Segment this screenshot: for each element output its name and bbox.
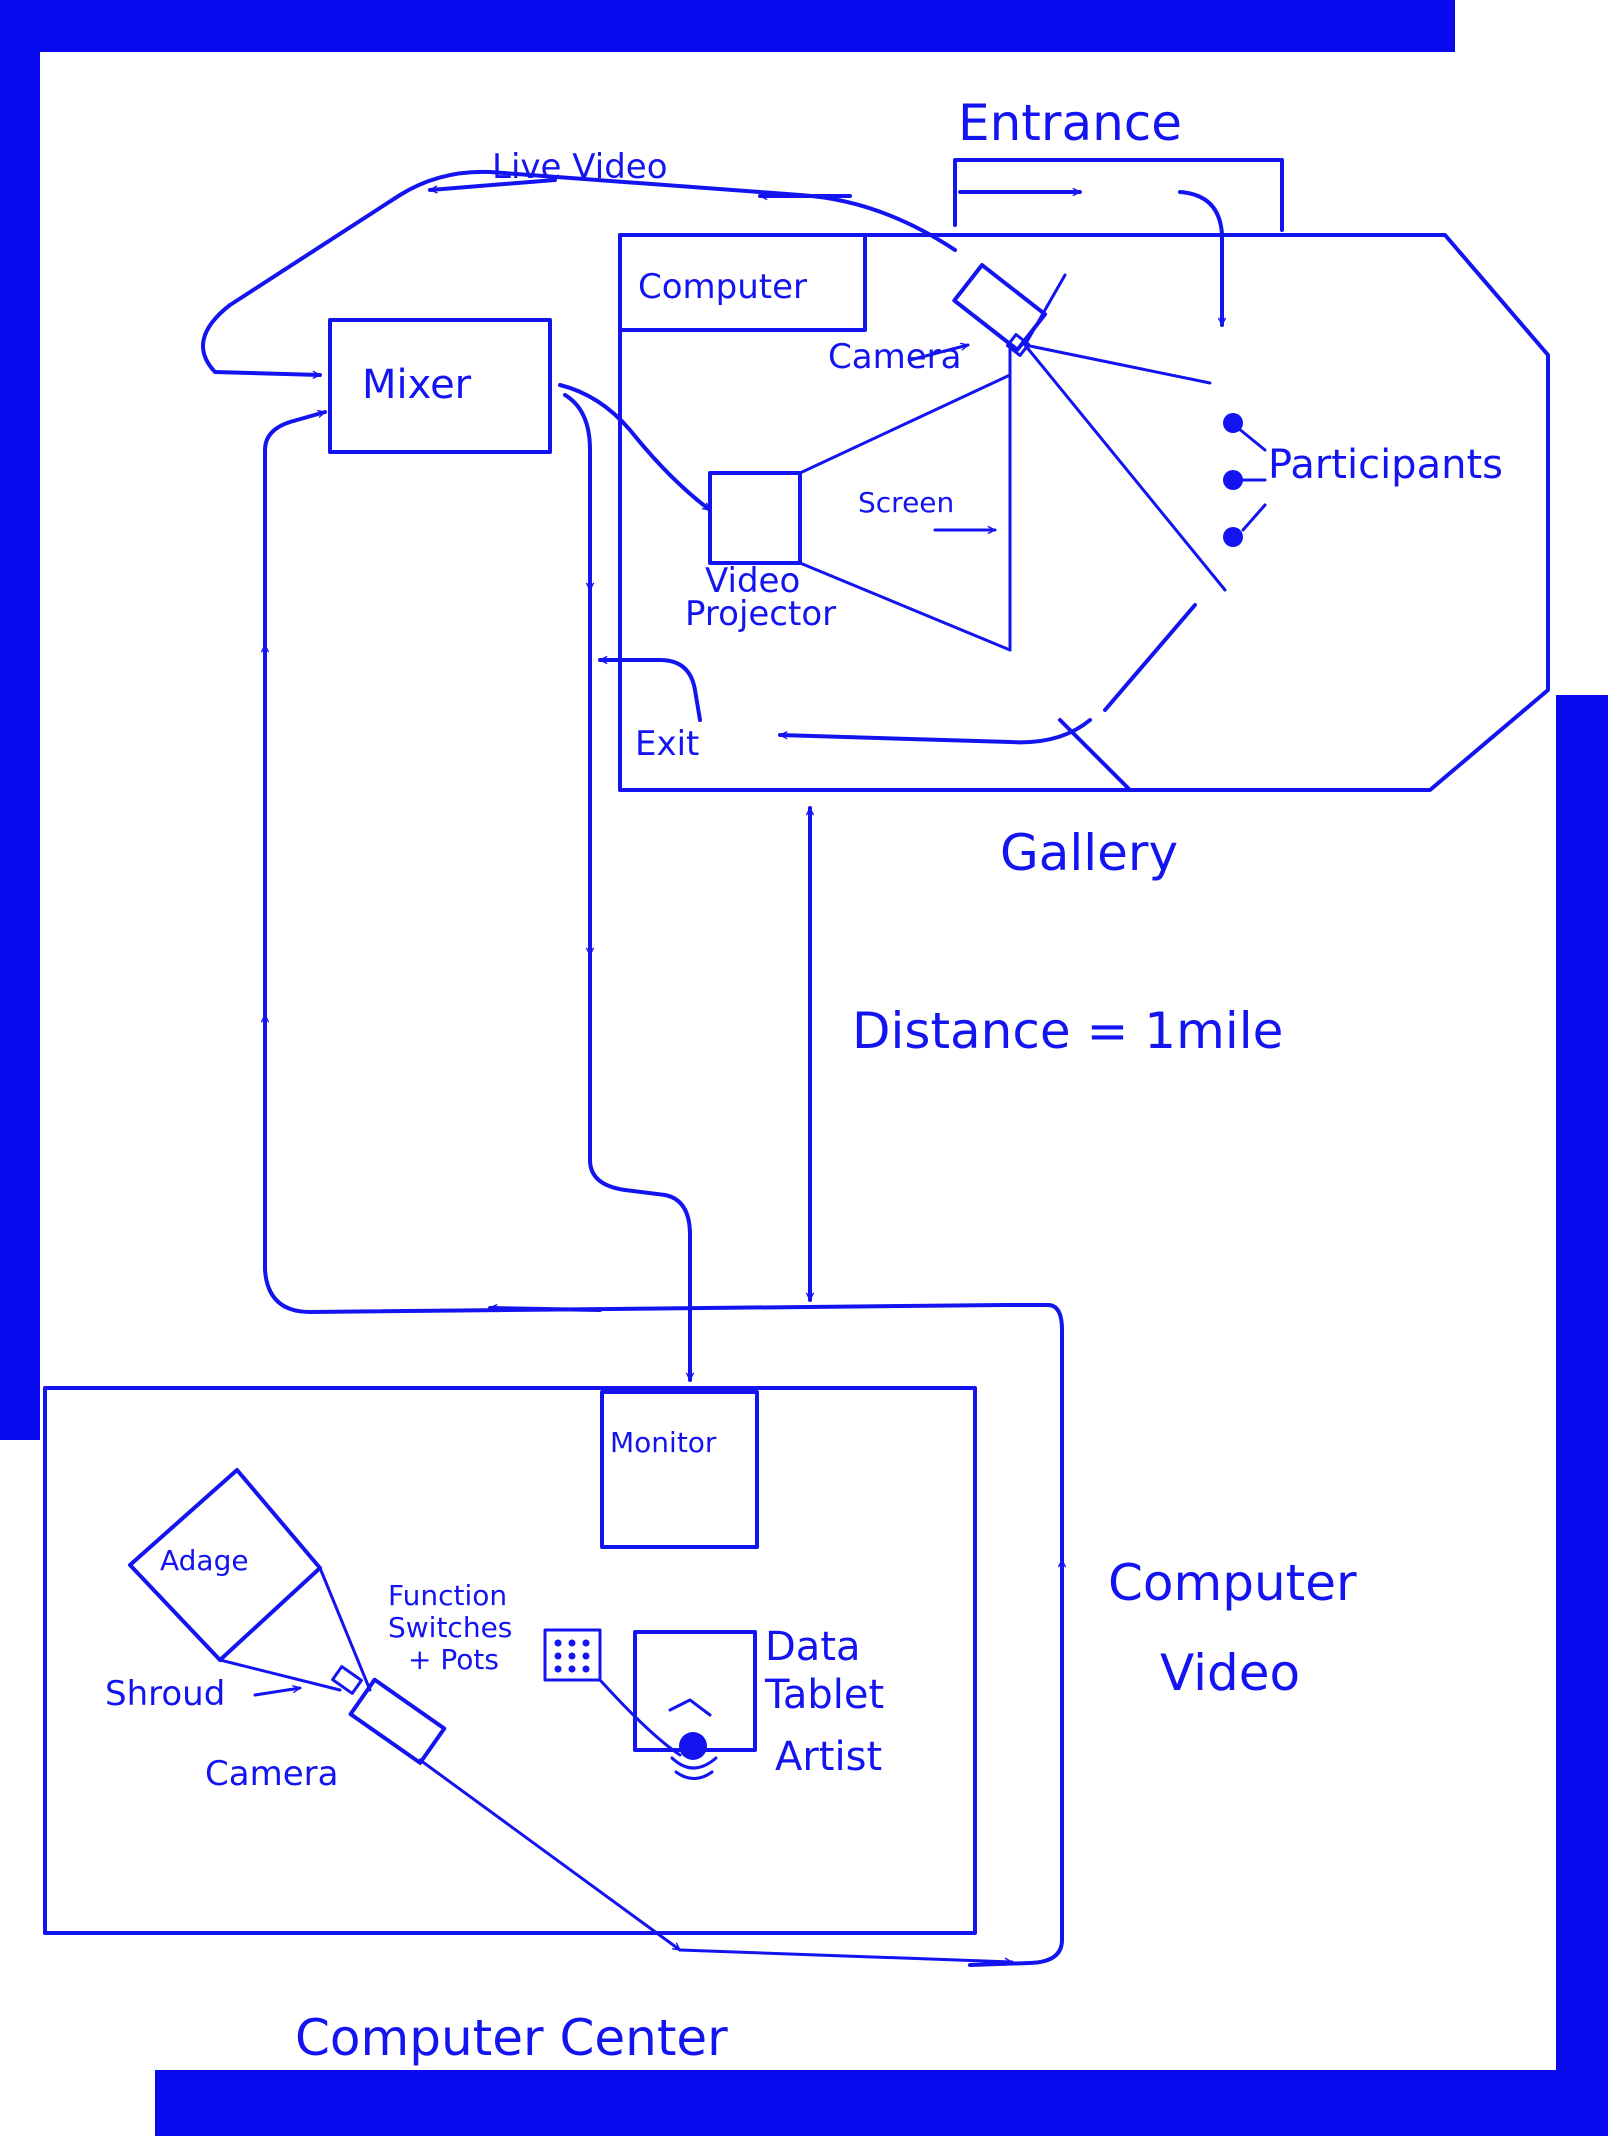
gallery-camera-label: Camera (828, 337, 961, 377)
adage-diamond (128, 1468, 372, 1692)
mixer-to-projector (558, 383, 712, 512)
gallery-camera-icon (952, 263, 1048, 357)
mixer-to-monitor (563, 393, 702, 1382)
center-camera-label: Camera (205, 1754, 338, 1794)
data-label: Data (765, 1624, 861, 1670)
screen-label: Screen (858, 486, 954, 519)
exit-path (778, 603, 1197, 792)
tablet-label: Tablet (764, 1672, 884, 1718)
monitor-label: Monitor (610, 1426, 717, 1459)
participants-label: Participants (1268, 442, 1503, 488)
shroud-label: Shroud (105, 1674, 225, 1714)
camera-pointer (908, 345, 970, 362)
artist-icon (679, 1732, 707, 1760)
live-video-label: Live Video (492, 147, 668, 187)
gallery-computer-box (618, 233, 867, 332)
participants-group (1223, 413, 1267, 547)
computer-center-label: Computer Center (295, 2009, 728, 2067)
function-switches-pad (543, 1628, 602, 1682)
entrance-path (953, 158, 1284, 327)
computer-video-return (265, 412, 1062, 1967)
projector-label: Projector (685, 594, 836, 634)
computer-center-room (43, 1386, 977, 1935)
adage-label: Adage (160, 1544, 249, 1577)
artist-label: Artist (775, 1734, 882, 1780)
center-camera-icon (331, 1665, 1014, 1962)
computer-video-label-line1: Computer (1108, 1554, 1357, 1612)
mixer-label: Mixer (362, 362, 472, 408)
monitor-box (600, 1390, 759, 1549)
gallery-room (618, 233, 1550, 792)
computer-video-label-line2: Video (1160, 1644, 1300, 1702)
shroud-pointer (253, 1688, 302, 1697)
live-video-path (201, 169, 957, 375)
entrance-label: Entrance (958, 94, 1182, 152)
camera-sight-lines (1008, 273, 1227, 652)
function-label-line2: Switches (388, 1611, 512, 1644)
participant-dot (1223, 470, 1243, 490)
function-label-line3: + Pots (408, 1643, 499, 1676)
data-tablet (598, 1630, 757, 1780)
distance-label: Distance = 1mile (852, 1002, 1283, 1060)
exit-label: Exit (635, 724, 699, 764)
gallery-label: Gallery (1000, 824, 1178, 882)
mixer-box (328, 318, 552, 454)
video-projector (708, 373, 1012, 652)
participant-dot (1223, 527, 1243, 547)
function-label-line1: Function (388, 1579, 507, 1612)
gallery-computer-label: Computer (638, 267, 807, 307)
video-label: Video (705, 561, 800, 601)
